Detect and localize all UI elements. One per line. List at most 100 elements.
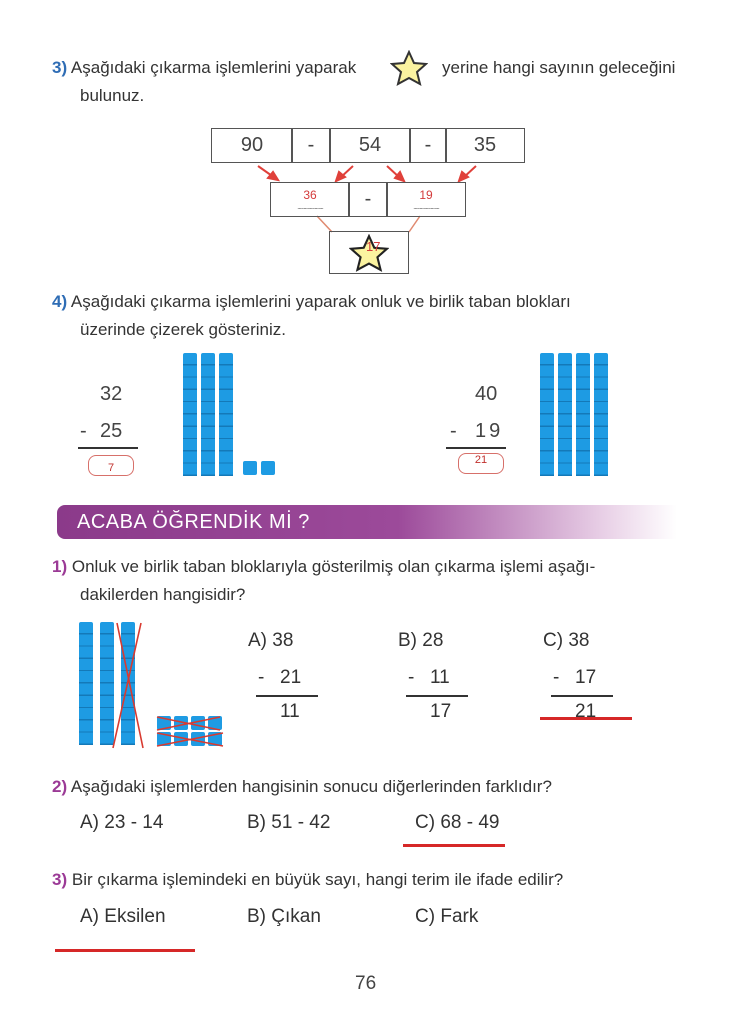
k1-number: 1) — [52, 557, 68, 576]
option-text: Çıkan — [271, 906, 321, 927]
option-minuend: 38 — [568, 630, 590, 651]
star-box: 17 — [329, 231, 409, 274]
ten-rod — [183, 353, 197, 476]
ten-rod — [79, 622, 93, 745]
ten-rod — [558, 353, 572, 476]
option-operator: - — [408, 667, 415, 688]
q3-text-before: Aşağıdaki çıkarma işlemlerini yaparak — [70, 58, 357, 77]
option-label: C) — [543, 630, 564, 651]
option-label: A) — [80, 812, 99, 833]
q4-left-op: - — [80, 420, 87, 442]
option-label: C) — [415, 812, 436, 833]
option-result: 21 — [575, 701, 597, 722]
k3-text: Bir çıkarma işlemindeki en büyük sayı, h… — [71, 870, 564, 889]
option-expr: 23 - 14 — [104, 812, 164, 833]
q4-left-line — [78, 447, 138, 449]
q4-left-minuend: 32 — [100, 383, 123, 405]
middle-box-op: - — [348, 182, 388, 217]
q3-line1: 3) Aşağıdaki çıkarma işlemlerini yaparak — [52, 54, 356, 81]
q4-left-subtrahend: 25 — [100, 420, 123, 442]
option-result: 17 — [430, 701, 452, 722]
q4-right-minuend: 40 — [475, 383, 498, 405]
q4-right-op: - — [450, 420, 457, 442]
option-subtrahend: 21 — [280, 667, 302, 688]
option-text: Fark — [440, 906, 479, 927]
ten-rod — [540, 353, 554, 476]
k2-option-a[interactable]: A) 23 - 14 — [80, 812, 163, 834]
middle-right-answer: 19 — [419, 188, 433, 202]
option-text: Eksilen — [104, 906, 166, 927]
arrows-diagram — [257, 165, 477, 233]
top-box-3: 35 — [445, 128, 525, 163]
k3-number: 3) — [52, 870, 68, 889]
k1-line1: 1) Onluk ve birlik taban bloklarıyla gös… — [52, 553, 595, 580]
k3-option-b[interactable]: B) Çıkan — [247, 906, 321, 928]
middle-box-right: 19..................... — [386, 182, 466, 217]
option-line — [551, 695, 613, 697]
answer-underline-k2 — [403, 844, 505, 847]
q4-right-line — [446, 447, 506, 449]
option-operator: - — [258, 667, 265, 688]
cross-out-marks — [112, 622, 224, 749]
answer-underline-k3 — [55, 949, 195, 952]
option-label: B) — [398, 630, 417, 651]
unit-cube — [261, 461, 275, 475]
q3-text-after: yerine hangi sayının geleceğini — [442, 58, 676, 77]
answer-underline-k1 — [540, 717, 632, 720]
option-label: A) — [248, 630, 267, 651]
option-subtrahend: 17 — [575, 667, 597, 688]
ten-rod — [219, 353, 233, 476]
option-minuend: 28 — [422, 630, 444, 651]
option-label: B) — [247, 812, 266, 833]
top-box-op2: - — [409, 128, 447, 163]
q4-left-answer: 7 — [88, 455, 134, 476]
ten-rod — [100, 622, 114, 745]
option-minuend: 38 — [272, 630, 294, 651]
option-label: A) — [80, 906, 99, 927]
k1-line2: dakilerden hangisidir? — [80, 585, 246, 604]
q4-number: 4) — [52, 292, 68, 311]
top-box-2: 54 — [329, 128, 411, 163]
k2-number: 2) — [52, 777, 68, 796]
middle-box-left: 36..................... — [270, 182, 350, 217]
unit-cube — [243, 461, 257, 475]
option-subtrahend: 11 — [430, 667, 450, 688]
top-box-op1: - — [291, 128, 331, 163]
option-line — [406, 695, 468, 697]
star-icon — [349, 233, 389, 272]
q4-text: Aşağıdaki çıkarma işlemlerini yaparak on… — [70, 292, 571, 311]
top-box-1: 90 — [211, 128, 293, 163]
k3-option-c[interactable]: C) Fark — [415, 906, 478, 928]
k2-option-b[interactable]: B) 51 - 42 — [247, 812, 330, 834]
k1-text: Onluk ve birlik taban bloklarıyla göster… — [71, 557, 596, 576]
option-expr: 51 - 42 — [271, 812, 331, 833]
star-icon — [390, 50, 428, 86]
q3-line2: bulunuz. — [80, 86, 145, 105]
q4-right-subtrahend: 19 — [475, 420, 504, 442]
q4-line2: üzerinde çizerek gösteriniz. — [80, 320, 286, 339]
k1-option-a[interactable]: A) 38 — [248, 630, 293, 652]
k1-option-c[interactable]: C) 38 — [543, 630, 589, 652]
ten-rod — [201, 353, 215, 476]
option-operator: - — [553, 667, 560, 688]
banner-title: ACABA ÖĞRENDİK Mİ ? — [77, 511, 310, 533]
option-label: C) — [415, 906, 436, 927]
k2-option-c[interactable]: C) 68 - 49 — [415, 812, 500, 834]
k3-question: 3) Bir çıkarma işlemindeki en büyük sayı… — [52, 866, 563, 893]
option-result: 11 — [280, 701, 300, 722]
option-label: B) — [247, 906, 266, 927]
section-banner: ACABA ÖĞRENDİK Mİ ? — [57, 505, 677, 539]
option-line — [256, 695, 318, 697]
k3-option-a[interactable]: A) Eksilen — [80, 906, 166, 928]
q4-right-answer: 21 — [458, 453, 504, 474]
option-expr: 68 - 49 — [440, 812, 500, 833]
q4-line1: 4) Aşağıdaki çıkarma işlemlerini yaparak… — [52, 288, 571, 315]
k2-question: 2) Aşağıdaki işlemlerden hangisinin sonu… — [52, 773, 552, 800]
page-number: 76 — [355, 973, 377, 994]
star-answer: 17 — [366, 239, 381, 254]
ten-rod — [576, 353, 590, 476]
q3-number: 3) — [52, 58, 68, 77]
k2-text: Aşağıdaki işlemlerden hangisinin sonucu … — [70, 777, 552, 796]
k1-option-b[interactable]: B) 28 — [398, 630, 443, 652]
